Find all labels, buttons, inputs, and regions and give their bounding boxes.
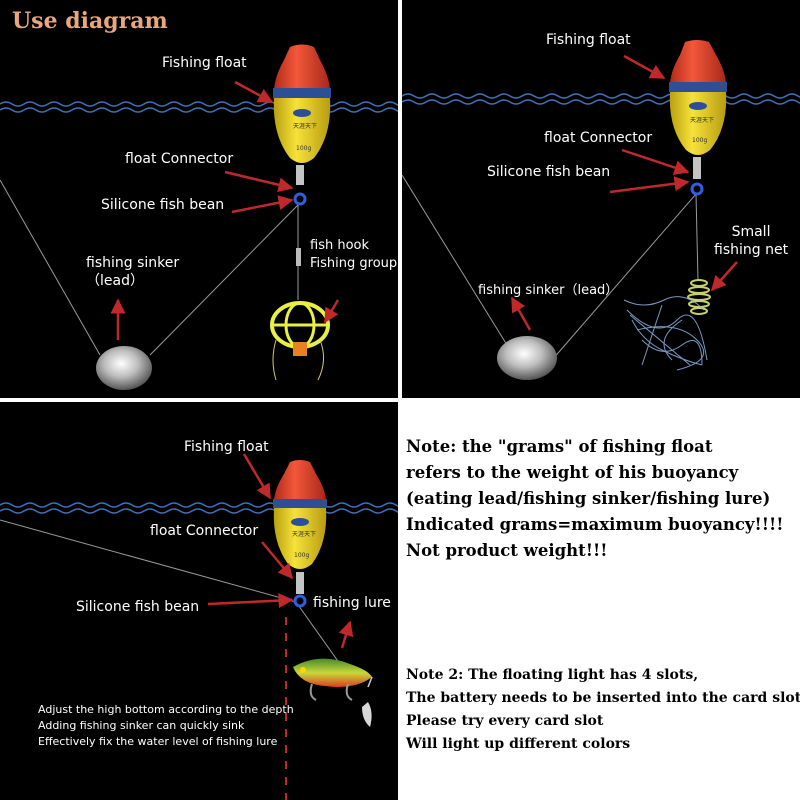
float-grams-label: 100g bbox=[296, 145, 311, 152]
float-grams-label: 100g bbox=[294, 552, 309, 559]
label-fishing-sinker: fishing sinker （lead） bbox=[86, 255, 180, 289]
fishing-sinker bbox=[96, 346, 152, 390]
svg-text:天涯天下: 天涯天下 bbox=[292, 530, 316, 538]
label-small-net: Small fishing net bbox=[714, 224, 789, 258]
water-surface bbox=[402, 93, 800, 105]
fishing-sinker bbox=[497, 336, 557, 380]
float-grams-label: 100g bbox=[692, 137, 707, 144]
label-float-connector: float Connector bbox=[150, 523, 259, 539]
silicone-bean bbox=[293, 192, 307, 206]
silicone-bean bbox=[690, 182, 704, 196]
label-fishing-float: Fishing float bbox=[546, 32, 631, 48]
water-surface bbox=[0, 101, 398, 113]
svg-text:天涯天下: 天涯天下 bbox=[690, 116, 714, 124]
label-silicone-bean: Silicone fish bean bbox=[76, 599, 200, 615]
note-line: (eating lead/fishing sinker/fishing lure… bbox=[406, 489, 771, 508]
note-line: Note: the "grams" of fishing float bbox=[406, 437, 713, 456]
label-fishing-float: Fishing float bbox=[184, 439, 269, 455]
water-surface bbox=[0, 502, 398, 514]
svg-text:天涯天下: 天涯天下 bbox=[293, 122, 317, 130]
fishing-float bbox=[273, 460, 327, 569]
label-silicone-bean: Silicone fish bean bbox=[487, 164, 611, 180]
note-line: Not product weight!!! bbox=[406, 541, 608, 560]
fishing-float bbox=[669, 40, 727, 155]
spring-feeder bbox=[687, 279, 711, 315]
diagram-panel-lure: 天涯天下 100g Fishing float float Connector … bbox=[0, 402, 398, 800]
feeder-basket bbox=[270, 301, 330, 381]
silicone-bean bbox=[293, 594, 307, 608]
note-line: Will light up different colors bbox=[406, 736, 631, 752]
diagram-panel-net: 天涯天下 100g Fishi bbox=[402, 0, 800, 398]
panel3-illustration: 天涯天下 100g bbox=[0, 453, 398, 800]
pointer-arrows bbox=[510, 54, 738, 331]
label-float-connector: float Connector bbox=[544, 130, 653, 146]
label-fish-hook: fish hook Fishing group bbox=[310, 238, 398, 271]
panel2-illustration: 天涯天下 100g bbox=[402, 40, 800, 380]
float-connector bbox=[296, 165, 304, 185]
label-fishing-float: Fishing float bbox=[162, 55, 247, 71]
fishing-lure bbox=[293, 658, 373, 727]
note-line: The battery needs to be inserted into th… bbox=[406, 690, 800, 706]
note-light-slots: Note 2: The floating light has 4 slots, … bbox=[406, 664, 800, 756]
label-silicone-bean: Silicone fish bean bbox=[101, 197, 225, 213]
label-float-connector: float Connector bbox=[125, 151, 234, 167]
note-line: Please try every card slot bbox=[406, 713, 604, 729]
note-line: Note 2: The floating light has 4 slots, bbox=[406, 667, 699, 683]
label-adjust-note: Adjust the high bottom according to the … bbox=[38, 703, 294, 748]
label-fishing-sinker: fishing sinker（lead） bbox=[478, 283, 619, 298]
float-connector bbox=[693, 157, 701, 179]
note-line: Indicated grams=maximum buoyancy!!!! bbox=[406, 515, 784, 534]
float-connector bbox=[296, 572, 304, 594]
fishing-float bbox=[273, 44, 331, 163]
panel1-illustration: 天涯天下 100g bbox=[0, 44, 398, 390]
diagram-title: Use diagram bbox=[12, 8, 168, 34]
pointer-arrows bbox=[207, 453, 354, 649]
label-fishing-lure: fishing lure bbox=[313, 595, 391, 611]
pointer-arrows bbox=[110, 80, 340, 340]
diagram-panel-basket: 天涯天下 100g Use diagram Fishing float floa… bbox=[0, 0, 398, 398]
note-buoyancy: Note: the "grams" of fishing float refer… bbox=[406, 434, 784, 564]
note-line: refers to the weight of his buoyancy bbox=[406, 463, 739, 482]
fishing-net bbox=[623, 296, 708, 371]
